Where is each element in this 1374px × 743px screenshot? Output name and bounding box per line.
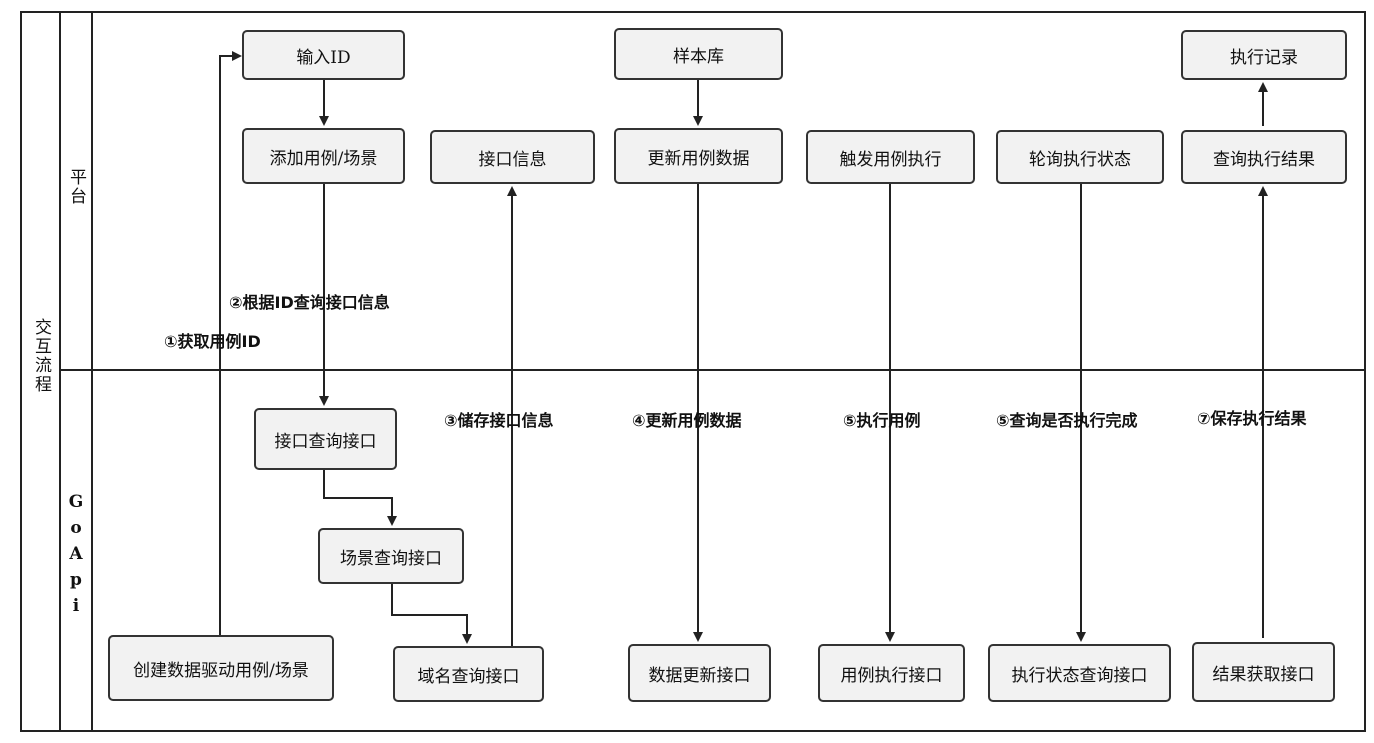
box-create-case: 创建数据驱动用例/场景	[108, 635, 334, 701]
lane-label-goapi: GoApi	[62, 492, 90, 622]
box-result-fetch-api: 结果获取接口	[1192, 642, 1335, 702]
box-interface-query-api: 接口查询接口	[254, 408, 397, 470]
box-query-result: 查询执行结果	[1181, 130, 1347, 184]
arrow-scene-to-domain	[391, 584, 472, 644]
box-domain-query-api: 域名查询接口	[393, 646, 544, 702]
step-label-4: ④更新用例数据	[632, 411, 742, 430]
lane-label-goapi-text: GoApi	[66, 492, 86, 622]
outer-label-text: 交互流程	[31, 318, 51, 394]
box-interface-info: 接口信息	[430, 130, 595, 184]
box-add-case: 添加用例/场景	[242, 128, 405, 184]
box-status-query-api: 执行状态查询接口	[988, 644, 1171, 702]
box-update-case-data: 更新用例数据	[614, 128, 783, 184]
box-trigger-exec: 触发用例执行	[806, 130, 975, 184]
step-label-5b: ⑤查询是否执行完成	[996, 411, 1138, 430]
step-label-7: ⑦保存执行结果	[1197, 409, 1307, 428]
lane-label-platform: 平台	[62, 168, 90, 206]
outer-label: 交互流程	[26, 318, 56, 394]
box-sample-lib: 样本库	[614, 28, 783, 80]
box-poll-status: 轮询执行状态	[996, 130, 1164, 184]
lane-label-column	[59, 11, 93, 732]
step-label-5a: ⑤执行用例	[843, 411, 921, 430]
lane-label-platform-text: 平台	[66, 168, 86, 206]
box-input-id: 输入ID	[242, 30, 405, 80]
box-case-exec-api: 用例执行接口	[818, 644, 965, 702]
box-scene-query-api: 场景查询接口	[318, 528, 464, 584]
box-data-update-api: 数据更新接口	[628, 644, 771, 702]
arrow-create-to-input	[219, 51, 242, 635]
step-label-1: ①获取用例ID	[164, 332, 261, 351]
arrow-ifquery-to-scene	[323, 470, 397, 526]
step-label-2: ②根据ID查询接口信息	[229, 293, 390, 312]
box-exec-record: 执行记录	[1181, 30, 1347, 80]
step-label-3: ③储存接口信息	[444, 411, 554, 430]
